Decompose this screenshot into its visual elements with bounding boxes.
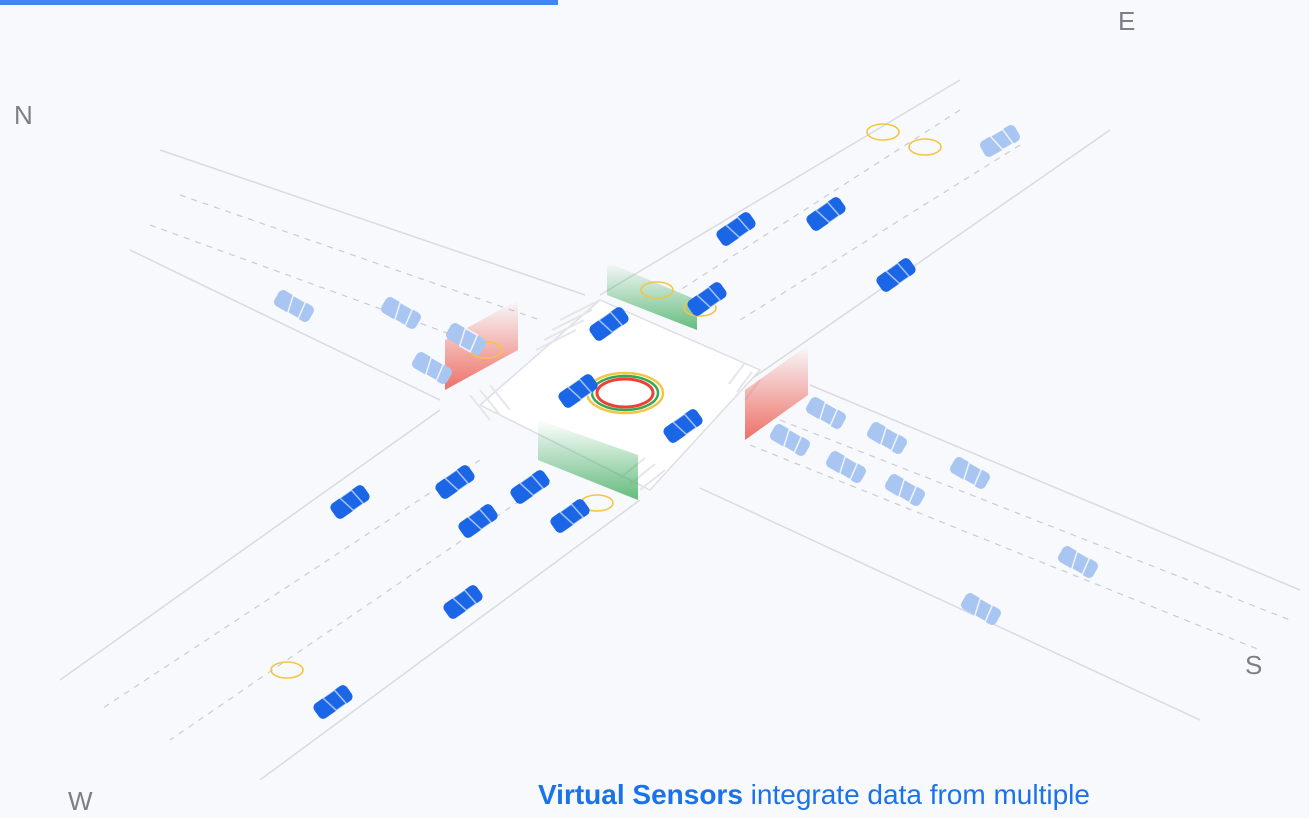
vehicle-inactive-icon bbox=[867, 422, 907, 454]
compass-south-label: S bbox=[1245, 650, 1263, 680]
signal-green-south bbox=[538, 420, 638, 500]
vehicle-inactive-icon bbox=[806, 397, 846, 429]
vehicle-inactive-icon bbox=[274, 290, 314, 322]
signal-green-north bbox=[607, 262, 697, 330]
vehicle-active-icon bbox=[435, 465, 475, 499]
vehicle-active-icon bbox=[558, 374, 598, 408]
vehicle-inactive-icon bbox=[885, 474, 925, 506]
vehicle-inactive-icon bbox=[412, 352, 452, 384]
signal-red-east bbox=[745, 345, 808, 440]
vehicle-active-icon bbox=[443, 585, 483, 619]
compass-west-label: W bbox=[68, 786, 93, 816]
vehicle-active-icon bbox=[663, 409, 703, 443]
caption: Virtual Sensors integrate data from mult… bbox=[538, 777, 1090, 813]
vehicle-inactive-icon bbox=[980, 125, 1020, 157]
vehicle-active-icon bbox=[589, 307, 629, 341]
vehicle-active-icon bbox=[330, 485, 370, 519]
compass-north-label: N bbox=[14, 100, 33, 130]
caption-text: integrate data from multiple bbox=[742, 779, 1090, 810]
vehicle-inactive-icon bbox=[950, 457, 990, 489]
vehicle-inactive-icon bbox=[770, 424, 810, 456]
vehicle-inactive-icon bbox=[1058, 546, 1098, 578]
road-northeast-southwest bbox=[59, 79, 1111, 781]
caption-highlight: Virtual Sensors bbox=[538, 779, 743, 810]
vehicle-active-icon bbox=[716, 212, 756, 246]
road-northwest-southeast bbox=[129, 149, 1301, 721]
vehicle-active-icon bbox=[876, 258, 916, 292]
vehicle-inactive-icon bbox=[381, 297, 421, 329]
vehicle-active-icon bbox=[550, 499, 590, 533]
vehicle-inactive-icon bbox=[826, 451, 866, 483]
vehicles bbox=[274, 125, 1098, 719]
vehicle-active-icon bbox=[806, 197, 846, 231]
compass-east-label: E bbox=[1118, 6, 1136, 36]
vehicle-active-icon bbox=[687, 282, 727, 316]
vehicle-active-icon bbox=[510, 470, 550, 504]
vehicle-active-icon bbox=[458, 504, 498, 538]
intersection-box bbox=[478, 299, 762, 491]
vehicle-active-icon bbox=[313, 685, 353, 719]
top-accent-bar bbox=[0, 0, 558, 5]
vehicle-inactive-icon bbox=[961, 593, 1001, 625]
vehicle-inactive-icon bbox=[446, 323, 486, 355]
